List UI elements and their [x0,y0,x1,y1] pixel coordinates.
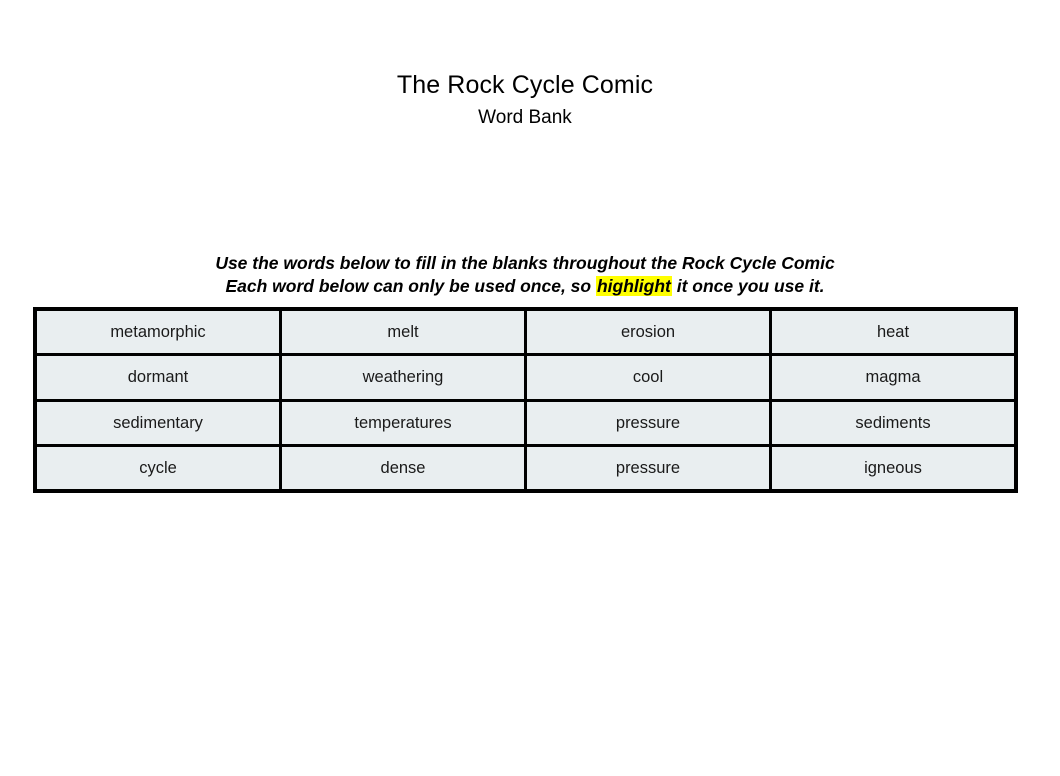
instructions-block: Use the words below to fill in the blank… [0,252,1050,298]
word-cell[interactable]: temperatures [279,401,524,444]
word-cell[interactable]: melt [279,311,524,354]
word-cell[interactable]: weathering [279,356,524,399]
title-block: The Rock Cycle Comic Word Bank [0,70,1050,130]
page-subtitle: Word Bank [478,107,572,128]
page-title: The Rock Cycle Comic [396,71,654,99]
word-cell[interactable]: cycle [37,446,279,489]
word-bank-table: metamorphic melt erosion heat dormant we… [33,307,1018,493]
word-cell[interactable]: igneous [769,446,1014,489]
word-cell[interactable]: dense [279,446,524,489]
word-cell[interactable]: sedimentary [37,401,279,444]
table-row: cycle dense pressure igneous [37,443,1014,489]
word-cell[interactable]: pressure [524,446,769,489]
word-cell[interactable]: magma [769,356,1014,399]
instruction-line-2: Each word below can only be used once, s… [0,275,1050,298]
table-row: dormant weathering cool magma [37,353,1014,399]
highlight-word: highlight [595,276,672,296]
word-cell[interactable]: dormant [37,356,279,399]
word-cell[interactable]: cool [524,356,769,399]
table-row: sedimentary temperatures pressure sedime… [37,398,1014,444]
instruction-line-1: Use the words below to fill in the blank… [215,253,835,273]
instruction-line-2-prefix: Each word below can only be used once, s… [225,276,596,296]
word-cell[interactable]: metamorphic [37,311,279,354]
table-row: metamorphic melt erosion heat [37,311,1014,354]
word-cell[interactable]: sediments [769,401,1014,444]
word-cell[interactable]: heat [769,311,1014,354]
word-cell[interactable]: erosion [524,311,769,354]
instruction-line-2-suffix: it once you use it. [671,276,825,296]
word-cell[interactable]: pressure [524,401,769,444]
